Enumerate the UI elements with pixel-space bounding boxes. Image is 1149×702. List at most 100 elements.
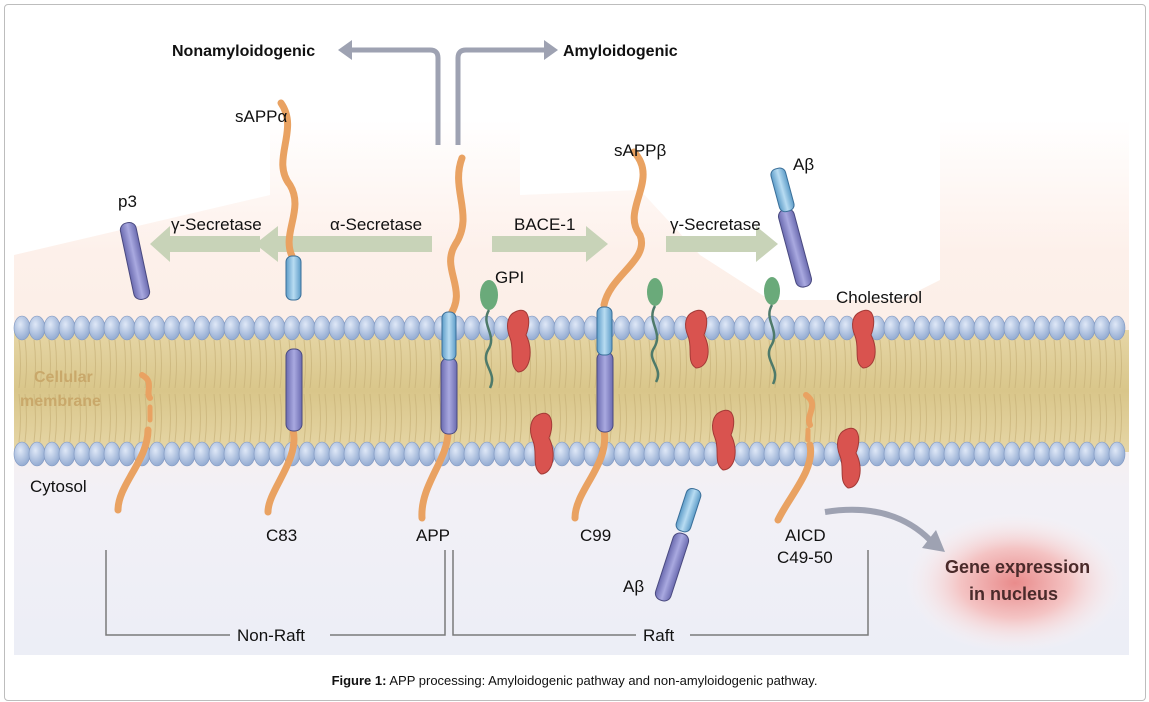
lipid-tail <box>39 339 42 389</box>
lipid-tail <box>513 393 516 443</box>
lipid-tail <box>39 393 42 443</box>
lipid-head <box>103 315 121 341</box>
lipid-head <box>823 315 841 341</box>
lipid-tail <box>138 393 141 443</box>
gene-expression-arrow <box>824 506 933 543</box>
lipid-tail <box>969 339 972 389</box>
lipid-tail <box>639 393 642 443</box>
lipid-tail <box>768 339 771 389</box>
lipid-tail <box>54 393 57 443</box>
lipid-tail <box>918 393 921 443</box>
lipid-head <box>898 441 916 467</box>
lipid-tail <box>834 339 837 389</box>
lipid-head <box>673 441 691 467</box>
lipid-tail <box>924 339 927 389</box>
lipid-head <box>643 441 661 467</box>
lipid-tail <box>999 393 1002 443</box>
lipid-tail <box>363 339 366 389</box>
lipid-head <box>88 441 106 467</box>
lipid-tail <box>498 393 501 443</box>
lipid-head <box>628 441 646 467</box>
lipid-tail <box>303 393 306 443</box>
lipid-head <box>898 315 916 341</box>
lipid-tail <box>909 339 912 389</box>
lipid-tail <box>948 339 951 389</box>
lipid-tail <box>249 393 252 443</box>
label-gamma-secretase-right: γ-Secretase <box>670 215 761 234</box>
lipid-tail <box>1044 393 1047 443</box>
label-sappb: sAPPβ <box>614 141 667 160</box>
lipid-tail <box>399 393 402 443</box>
lipid-head <box>868 441 886 467</box>
lipid-head <box>268 315 286 341</box>
lipid-head <box>313 441 331 467</box>
lipid-tail <box>624 339 627 389</box>
lipid-head <box>148 441 166 467</box>
lipid-tail <box>684 339 687 389</box>
lipid-tail <box>939 393 942 443</box>
lipid-tail <box>189 339 192 389</box>
lipid-tail <box>204 339 207 389</box>
lipid-tail <box>588 393 591 443</box>
lipid-tail <box>933 393 936 443</box>
lipid-tail <box>468 339 471 389</box>
lipid-tail <box>519 393 522 443</box>
label-bace1: BACE-1 <box>514 215 575 234</box>
lipid-tail <box>1119 339 1122 389</box>
lipid-tail <box>549 339 552 389</box>
lipid-tail <box>819 393 822 443</box>
lipid-head <box>373 315 391 341</box>
lipid-tail <box>459 339 462 389</box>
lipid-tail <box>528 393 531 443</box>
lipid-head <box>58 441 76 467</box>
lipid-head <box>358 441 376 467</box>
label-abeta-bottom: Aβ <box>623 577 644 596</box>
lipid-tail <box>759 339 762 389</box>
lipid-tail <box>153 393 156 443</box>
lipid-head <box>943 441 961 467</box>
lipid-tail <box>318 393 321 443</box>
lipid-tail <box>384 393 387 443</box>
lipid-tail <box>93 393 96 443</box>
lipid-head <box>688 441 706 467</box>
lipid-head <box>118 441 136 467</box>
lipid-head <box>268 441 286 467</box>
lipid-tail <box>663 339 666 389</box>
lipid-head <box>253 315 271 341</box>
lipid-head <box>1108 315 1126 341</box>
label-sappa: sAPPα <box>235 107 288 126</box>
lipid-tail <box>108 393 111 443</box>
lipid-head <box>403 441 421 467</box>
lipid-tail <box>1014 339 1017 389</box>
lipid-tail <box>1113 393 1116 443</box>
lipid-tail <box>258 393 261 443</box>
lipid-head <box>778 315 796 341</box>
lipid-head <box>568 315 586 341</box>
lipid-tail <box>123 393 126 443</box>
lipid-tail <box>279 339 282 389</box>
lipid-head <box>373 441 391 467</box>
lipid-tail <box>813 339 816 389</box>
lipid-tail <box>564 339 567 389</box>
enzyme-arrows <box>150 226 778 262</box>
lipid-tail <box>843 339 846 389</box>
lipid-tail <box>33 393 36 443</box>
lipid-head <box>298 315 316 341</box>
lipid-tail <box>963 393 966 443</box>
lipid-head <box>958 441 976 467</box>
lipid-tail <box>273 339 276 389</box>
label-membrane-line1: Cellular <box>34 369 93 386</box>
pathway-label-left: Nonamyloidogenic <box>172 43 315 60</box>
lipid-tail <box>879 393 882 443</box>
lipid-tail <box>909 393 912 443</box>
lipid-tail <box>1029 393 1032 443</box>
lipid-tail <box>744 339 747 389</box>
lipid-tail <box>993 393 996 443</box>
lipid-tail <box>903 393 906 443</box>
lipid-tail <box>669 393 672 443</box>
lipid-head <box>253 441 271 467</box>
lipid-tail <box>384 339 387 389</box>
lipid-tail <box>483 339 486 389</box>
lipid-head <box>1078 315 1096 341</box>
lipid-tail <box>678 339 681 389</box>
